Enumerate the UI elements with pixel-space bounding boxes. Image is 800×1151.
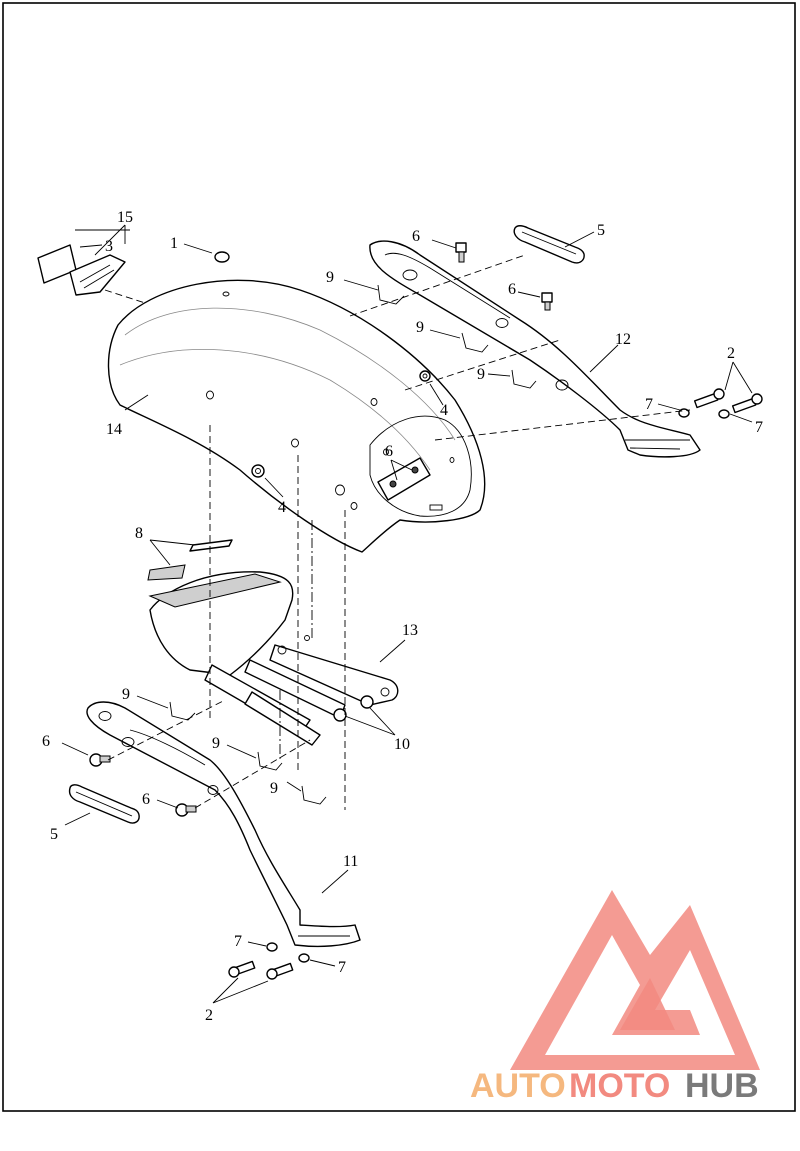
watermark-moto: MOTO bbox=[569, 1067, 670, 1105]
callout-5-a: 5 bbox=[597, 222, 605, 239]
callout-11: 11 bbox=[343, 853, 358, 870]
callout-14: 14 bbox=[106, 421, 122, 438]
rear-fender bbox=[107, 279, 486, 553]
callout-7-a: 7 bbox=[645, 396, 653, 413]
callout-9-f: 9 bbox=[270, 780, 278, 797]
callout-6-c: 6 bbox=[385, 443, 393, 460]
callout-7-c: 7 bbox=[234, 933, 242, 950]
plug-part-1 bbox=[214, 251, 230, 263]
assembly-lines bbox=[104, 254, 691, 810]
watermark-auto: AUTO bbox=[470, 1067, 566, 1105]
leader-lines bbox=[61, 224, 753, 1004]
rails-part-10 bbox=[204, 659, 374, 746]
callout-5-b: 5 bbox=[50, 826, 58, 843]
callout-9-c: 9 bbox=[477, 366, 485, 383]
spring-clips bbox=[169, 284, 537, 805]
callout-12: 12 bbox=[615, 331, 631, 348]
left-screws-washers bbox=[228, 942, 310, 980]
callout-15: 15 bbox=[117, 209, 133, 226]
strut-cover-gaskets bbox=[68, 225, 585, 824]
nuts-part-4 bbox=[251, 370, 431, 478]
callout-labels: 1 3 15 9 6 5 9 6 9 4 12 2 7 7 14 6 4 8 1… bbox=[42, 209, 763, 1024]
callout-4-b: 4 bbox=[278, 499, 286, 516]
callout-9-d: 9 bbox=[122, 686, 130, 703]
callout-13: 13 bbox=[402, 622, 418, 639]
fender-support-13 bbox=[147, 539, 399, 706]
callout-2-b: 2 bbox=[205, 1007, 213, 1024]
callout-8: 8 bbox=[135, 525, 143, 542]
watermark-logo: AUTO MOTO HUB bbox=[470, 890, 760, 1105]
callout-1: 1 bbox=[170, 235, 178, 252]
callout-4-a: 4 bbox=[440, 402, 448, 419]
border bbox=[2, 2, 796, 1112]
right-screws-washers bbox=[678, 388, 763, 419]
callout-9-a: 9 bbox=[326, 269, 334, 286]
callout-9-b: 9 bbox=[416, 319, 424, 336]
callout-6-d: 6 bbox=[42, 733, 50, 750]
license-lamp-parts bbox=[37, 244, 126, 296]
callout-6-b: 6 bbox=[508, 281, 516, 298]
callout-7-d: 7 bbox=[338, 959, 346, 976]
callout-2-a: 2 bbox=[727, 345, 735, 362]
callout-6-e: 6 bbox=[142, 791, 150, 808]
callout-10: 10 bbox=[394, 736, 410, 753]
fender-strut-right bbox=[369, 240, 701, 458]
fender-strut-left bbox=[86, 701, 361, 948]
callout-6-a: 6 bbox=[412, 228, 420, 245]
callout-9-e: 9 bbox=[212, 735, 220, 752]
callout-3: 3 bbox=[105, 238, 113, 255]
callout-7-b: 7 bbox=[755, 419, 763, 436]
watermark-hub: HUB bbox=[685, 1067, 759, 1105]
